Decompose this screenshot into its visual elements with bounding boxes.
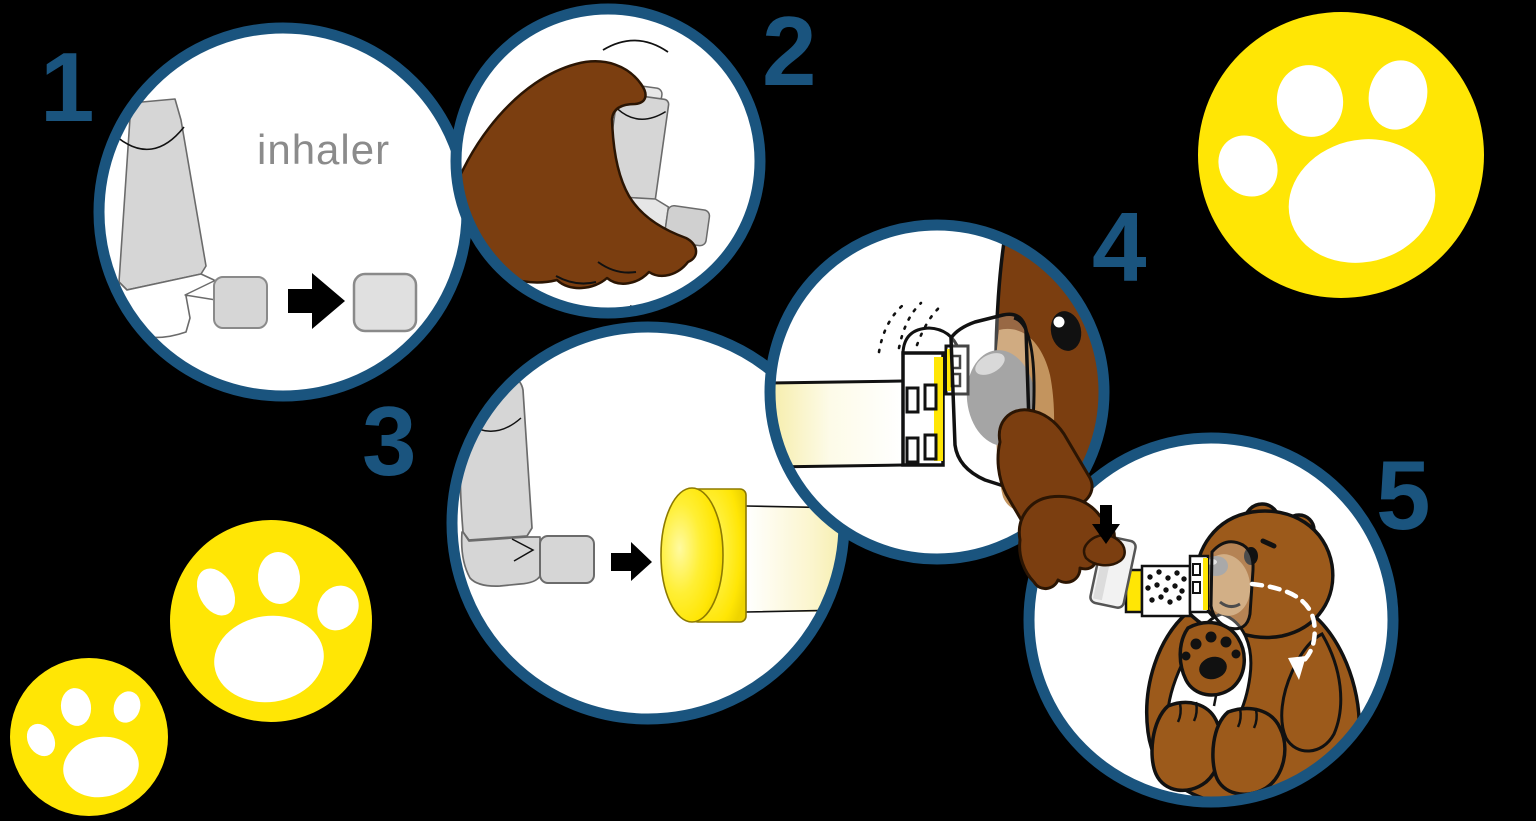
step-3-number: 3 (362, 386, 416, 496)
caregiver-paw-icon (996, 408, 1137, 609)
paw-print-icon (1198, 12, 1484, 298)
step-5-number: 5 (1376, 440, 1430, 550)
step-2-number: 2 (762, 0, 816, 106)
inhaler-icon (116, 98, 268, 339)
step-1-number: 1 (40, 32, 94, 142)
spacer-valve-icon (901, 326, 970, 467)
mask-icon (1209, 540, 1255, 631)
spacer-tube (770, 379, 904, 469)
spacer-icon (1124, 554, 1210, 618)
press-down-arrow-icon (1092, 505, 1120, 544)
step-5-circle (996, 408, 1399, 808)
breath-arrow-icon (1249, 581, 1317, 680)
bear-foot (1150, 700, 1224, 793)
spacer-icon (660, 487, 844, 623)
arrow-right-icon (288, 273, 345, 329)
cap-on-mouthpiece-icon (213, 276, 268, 329)
bear-foot (1211, 706, 1287, 796)
arrow-right-icon (611, 542, 652, 581)
mist-lines (877, 301, 943, 354)
shake-motion-line (602, 39, 669, 53)
step-4-number: 4 (1092, 192, 1146, 302)
step-2-circle (450, 3, 766, 319)
bear-paw-icon (456, 60, 698, 290)
removed-cap-icon (352, 272, 418, 333)
paw-print-icon (10, 658, 168, 816)
step-1-circle (93, 22, 473, 402)
paw-print-icon (170, 520, 372, 722)
inhaler-label: inhaler (257, 126, 391, 173)
